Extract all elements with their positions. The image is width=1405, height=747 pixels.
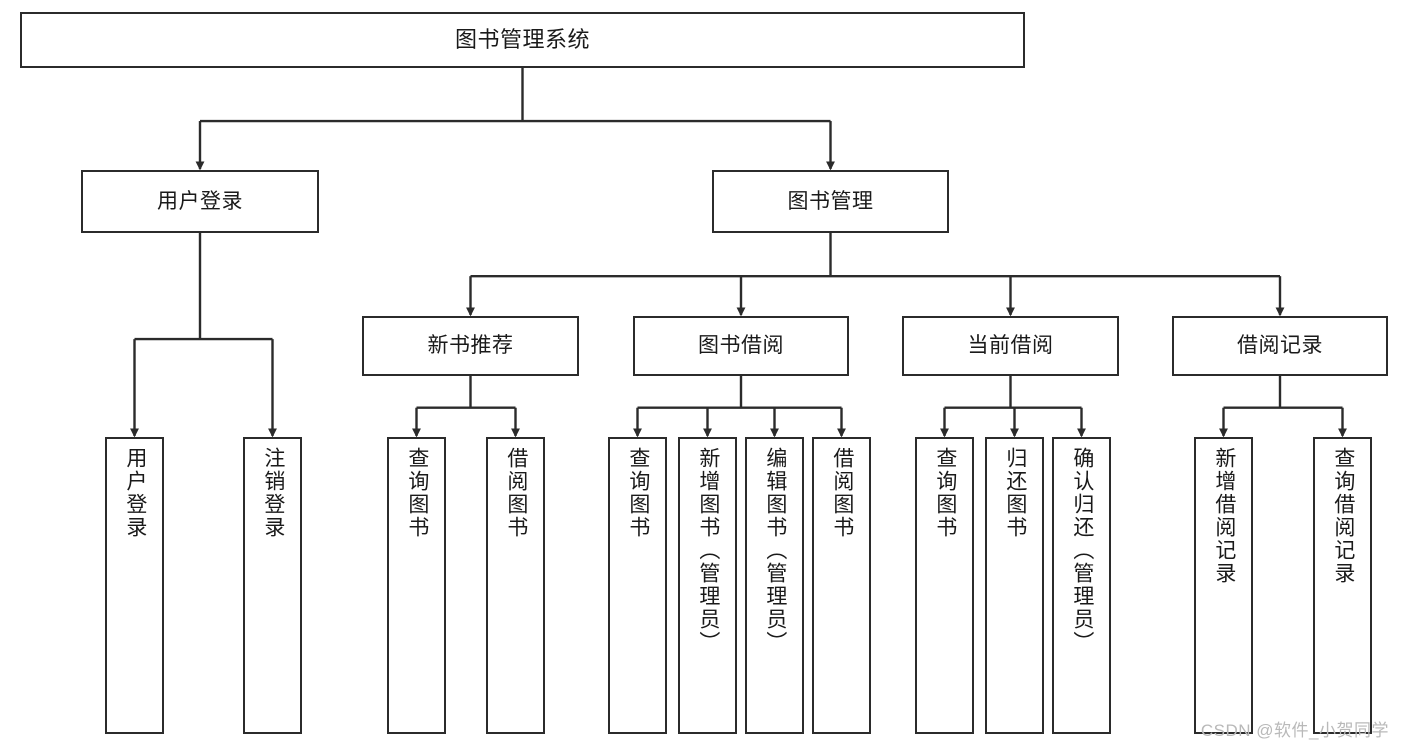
node-leaf-return-book[interactable]: 归还图书: [985, 437, 1044, 734]
node-new-book-rec[interactable]: 新书推荐: [362, 316, 579, 376]
node-leaf-add-book[interactable]: 新增图书（管理员）: [678, 437, 737, 734]
node-leaf-borrow-book-2[interactable]: 借阅图书: [812, 437, 871, 734]
node-leaf-logout[interactable]: 注销登录: [243, 437, 302, 734]
node-label: 新书推荐: [427, 334, 514, 358]
node-label: 图书管理: [787, 189, 874, 213]
node-label: 查询图书: [933, 447, 957, 539]
watermark: CSDN @软件_小贺同学: [1200, 721, 1389, 740]
node-label: 归还图书: [1003, 447, 1027, 539]
node-root[interactable]: 图书管理系统: [20, 12, 1025, 68]
node-label: 借阅记录: [1237, 334, 1323, 358]
node-label: 借阅图书: [830, 447, 854, 539]
node-label: 编辑图书（管理员）: [763, 447, 787, 654]
node-label: 图书管理系统: [454, 26, 590, 52]
node-leaf-add-record[interactable]: 新增借阅记录: [1194, 437, 1253, 734]
node-leaf-edit-book[interactable]: 编辑图书（管理员）: [745, 437, 804, 734]
node-label: 借阅图书: [504, 447, 528, 539]
node-label: 注销登录: [261, 447, 285, 539]
node-leaf-borrow-book-1[interactable]: 借阅图书: [486, 437, 545, 734]
node-leaf-user-login[interactable]: 用户登录: [105, 437, 164, 734]
node-label: 用户登录: [123, 447, 147, 539]
node-leaf-confirm-return[interactable]: 确认归还（管理员）: [1052, 437, 1111, 734]
node-label: 确认归还（管理员）: [1070, 447, 1094, 654]
node-label: 用户登录: [157, 189, 243, 213]
node-label: 查询图书: [405, 447, 429, 539]
node-current-borrow[interactable]: 当前借阅: [902, 316, 1119, 376]
node-leaf-query-book-3[interactable]: 查询图书: [915, 437, 974, 734]
node-label: 查询借阅记录: [1331, 447, 1355, 585]
node-leaf-query-book-2[interactable]: 查询图书: [608, 437, 667, 734]
node-leaf-query-book-1[interactable]: 查询图书: [387, 437, 446, 734]
node-label: 新增借阅记录: [1212, 447, 1236, 585]
node-user-login[interactable]: 用户登录: [81, 170, 319, 233]
node-book-borrow[interactable]: 图书借阅: [633, 316, 849, 376]
node-book-manage[interactable]: 图书管理: [712, 170, 949, 233]
node-label: 查询图书: [626, 447, 650, 539]
node-label: 图书借阅: [698, 334, 784, 358]
node-borrow-record[interactable]: 借阅记录: [1172, 316, 1388, 376]
node-label: 当前借阅: [967, 334, 1054, 358]
node-leaf-query-record[interactable]: 查询借阅记录: [1313, 437, 1372, 734]
node-label: 新增图书（管理员）: [696, 447, 720, 654]
